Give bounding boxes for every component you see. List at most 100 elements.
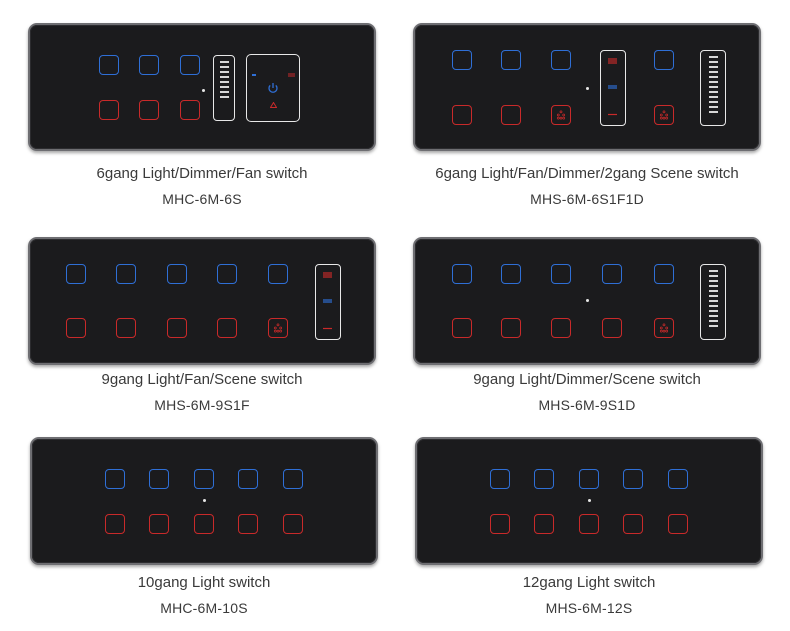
switch-panel-4 [413, 237, 761, 365]
light-key[interactable] [602, 318, 622, 338]
light-key[interactable] [217, 318, 237, 338]
light-key[interactable] [490, 469, 510, 489]
scene-key[interactable] [551, 105, 571, 125]
scene-key[interactable] [654, 318, 674, 338]
light-key[interactable] [283, 469, 303, 489]
scene-dots-icon [273, 323, 283, 333]
light-key[interactable] [501, 105, 521, 125]
switch-panel-1 [28, 23, 376, 151]
scene-dots-icon [659, 323, 669, 333]
fan-down-icon[interactable] [323, 327, 332, 330]
product-model: MHS-6M-12S [545, 600, 633, 616]
indicator-dot [586, 299, 589, 302]
product-caption: 10gang Light switch [137, 574, 271, 591]
light-key[interactable] [534, 469, 554, 489]
light-key[interactable] [99, 55, 119, 75]
light-key[interactable] [105, 469, 125, 489]
light-key[interactable] [66, 264, 86, 284]
light-key[interactable] [534, 514, 554, 534]
light-key[interactable] [551, 318, 571, 338]
light-key[interactable] [501, 50, 521, 70]
light-key[interactable] [452, 318, 472, 338]
product-caption: 12gang Light switch [522, 574, 656, 591]
fan-up-icon[interactable] [323, 272, 332, 278]
light-key[interactable] [116, 318, 136, 338]
fan-down-icon[interactable] [608, 113, 617, 116]
light-key[interactable] [180, 55, 200, 75]
fan-mid-icon[interactable] [608, 85, 617, 89]
product-model: MHS-6M-9S1D [538, 397, 636, 413]
switch-panel-5 [30, 437, 378, 565]
scene-key[interactable] [268, 318, 288, 338]
light-key[interactable] [149, 469, 169, 489]
fan-mid-icon[interactable] [252, 73, 257, 77]
fan-down-icon[interactable] [270, 102, 277, 108]
indicator-dot [586, 87, 589, 90]
fan-mid-icon[interactable] [323, 299, 332, 303]
light-key[interactable] [66, 318, 86, 338]
fan-up-icon[interactable] [608, 58, 617, 64]
light-key[interactable] [238, 469, 258, 489]
light-key[interactable] [501, 264, 521, 284]
light-key[interactable] [654, 264, 674, 284]
light-key[interactable] [579, 514, 599, 534]
product-model: MHS-6M-6S1F1D [530, 191, 644, 207]
indicator-dot [588, 499, 591, 502]
light-key[interactable] [551, 50, 571, 70]
light-key[interactable] [149, 514, 169, 534]
light-key[interactable] [268, 264, 288, 284]
fan-control[interactable] [315, 264, 341, 340]
scene-key[interactable] [654, 105, 674, 125]
light-key[interactable] [238, 514, 258, 534]
dimmer-level-bars [701, 270, 725, 334]
light-key[interactable] [551, 264, 571, 284]
dimmer-level-bars [214, 61, 234, 115]
product-model: MHS-6M-9S1F [154, 397, 250, 413]
light-key[interactable] [623, 514, 643, 534]
light-key[interactable] [194, 514, 214, 534]
product-caption: 6gang Light/Fan/Dimmer/2gang Scene switc… [435, 165, 739, 182]
switch-panel-2 [413, 23, 761, 151]
fan-control[interactable] [600, 50, 626, 126]
dimmer-slider[interactable] [700, 50, 726, 126]
light-key[interactable] [180, 100, 200, 120]
fan-up-icon[interactable] [288, 73, 295, 77]
indicator-dot [203, 499, 206, 502]
dimmer-level-bars [701, 56, 725, 120]
light-key[interactable] [194, 469, 214, 489]
light-key[interactable] [668, 514, 688, 534]
switch-panel-6 [415, 437, 763, 565]
product-model: MHC-6M-10S [160, 600, 248, 616]
light-key[interactable] [167, 264, 187, 284]
light-key[interactable] [116, 264, 136, 284]
light-key[interactable] [654, 50, 674, 70]
scene-dots-icon [659, 110, 669, 120]
scene-dots-icon [556, 110, 566, 120]
light-key[interactable] [452, 264, 472, 284]
light-key[interactable] [139, 55, 159, 75]
light-key[interactable] [283, 514, 303, 534]
light-key[interactable] [139, 100, 159, 120]
light-key[interactable] [99, 100, 119, 120]
light-key[interactable] [501, 318, 521, 338]
dimmer-slider[interactable] [700, 264, 726, 340]
light-key[interactable] [105, 514, 125, 534]
light-key[interactable] [167, 318, 187, 338]
light-key[interactable] [452, 105, 472, 125]
product-caption: 9gang Light/Dimmer/Scene switch [473, 371, 701, 388]
switch-panel-3 [28, 237, 376, 365]
power-icon[interactable] [267, 82, 279, 94]
product-caption: 9gang Light/Fan/Scene switch [101, 371, 303, 388]
light-key[interactable] [579, 469, 599, 489]
light-key[interactable] [452, 50, 472, 70]
dimmer-slider[interactable] [213, 55, 235, 121]
light-key[interactable] [217, 264, 237, 284]
fan-control-pad[interactable] [246, 54, 300, 122]
light-key[interactable] [668, 469, 688, 489]
light-key[interactable] [602, 264, 622, 284]
product-caption: 6gang Light/Dimmer/Fan switch [96, 165, 308, 182]
product-model: MHC-6M-6S [162, 191, 242, 207]
light-key[interactable] [623, 469, 643, 489]
indicator-dot [202, 89, 205, 92]
light-key[interactable] [490, 514, 510, 534]
